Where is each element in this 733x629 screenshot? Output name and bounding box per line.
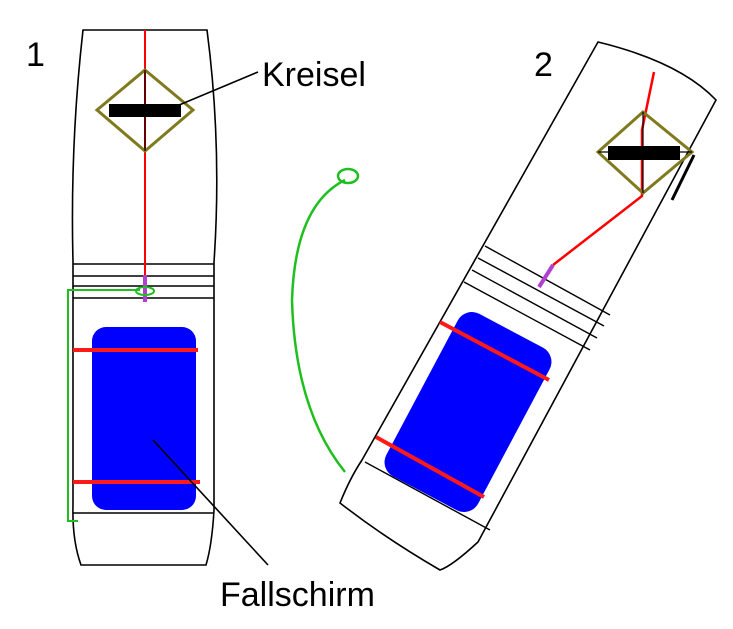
container-1-outline [71, 29, 218, 566]
ripcord-1-loop [135, 286, 155, 296]
parachute-label: Fallschirm [220, 576, 375, 614]
ripcord-1 [67, 289, 140, 522]
gyro-label: Kreisel [262, 56, 366, 94]
red-cable-2 [552, 71, 656, 266]
step-2-label: 2 [534, 46, 553, 84]
pointer-fallschirm [152, 439, 269, 566]
container-2-edge-mark [670, 154, 696, 201]
container-step-1 [67, 29, 218, 566]
gyro-rotor [608, 146, 680, 160]
step-1-label: 1 [26, 36, 45, 74]
ripcord-free [290, 178, 346, 473]
container-2-seam [484, 245, 611, 316]
strap-2-top [439, 320, 550, 382]
container-step-2 [339, 41, 717, 571]
container-2-seam [463, 281, 591, 351]
parachute-pack-1 [92, 327, 196, 510]
pointer-kreisel [171, 71, 259, 109]
ripcord-free-loop [336, 167, 360, 185]
container-2-seam [364, 461, 491, 531]
container-2-outline [339, 41, 717, 571]
container-2-seam [477, 257, 605, 327]
strap-2-bottom [375, 435, 485, 499]
connector-2 [537, 263, 555, 289]
container-2-seam [471, 269, 598, 339]
parachute-pack-2 [384, 311, 552, 513]
gyro-2 [595, 110, 695, 195]
